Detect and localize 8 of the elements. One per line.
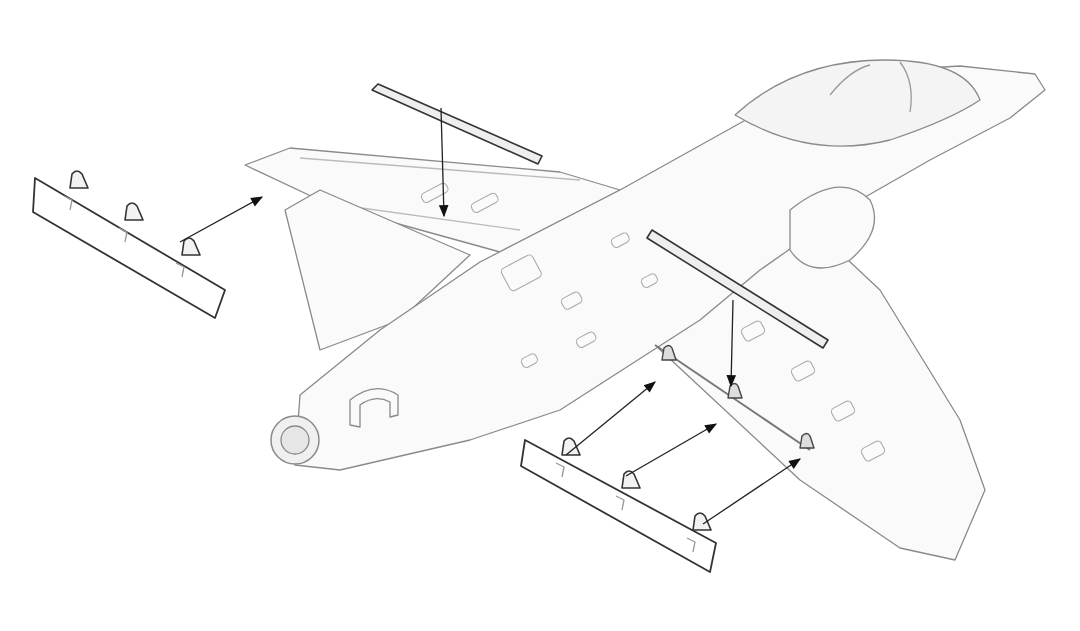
arrow — [438, 107, 449, 218]
arrow — [179, 196, 264, 243]
aircraft-drawing — [244, 59, 1046, 561]
arrow — [625, 423, 718, 477]
flap-part-drawing — [32, 170, 226, 319]
rod-part-drawing — [371, 83, 543, 165]
rod-part-drawing — [646, 229, 829, 349]
flap-part-drawing — [520, 437, 717, 573]
